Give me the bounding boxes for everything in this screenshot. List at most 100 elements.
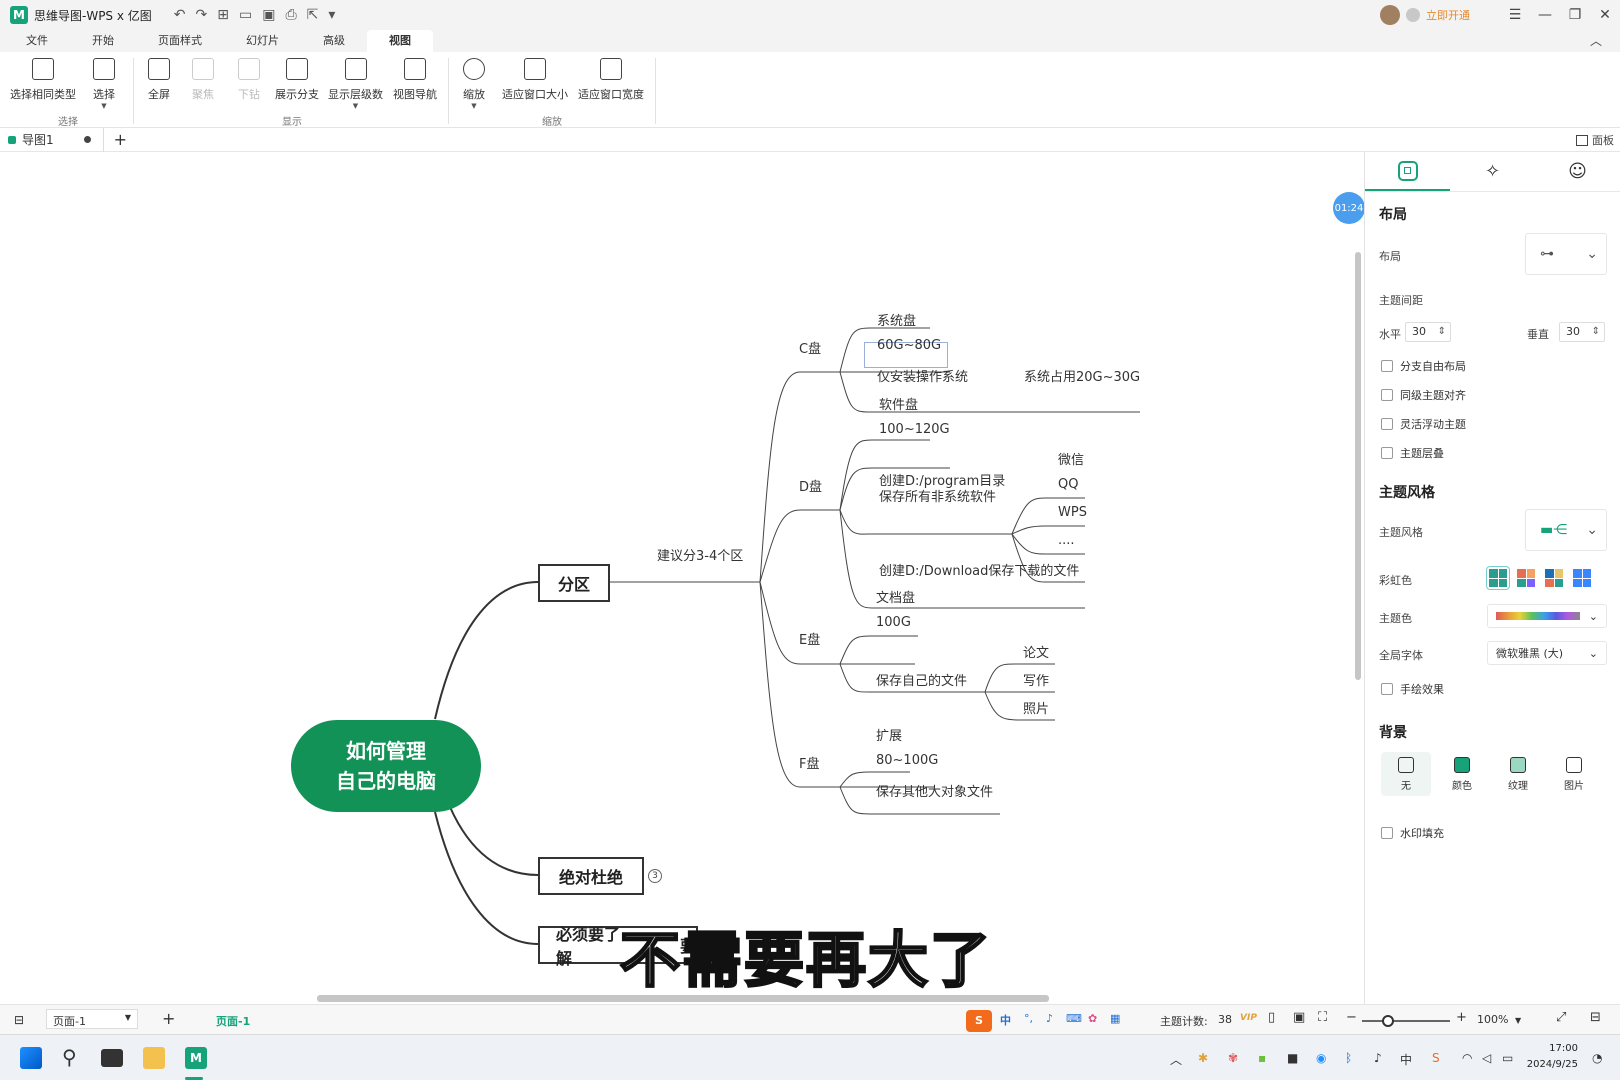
horizontal-scrollbar[interactable] bbox=[317, 995, 1049, 1002]
d-wechat-node[interactable]: 微信 bbox=[1058, 453, 1085, 468]
search-icon[interactable]: ⚲ bbox=[62, 1045, 77, 1069]
align-topics-checkbox[interactable] bbox=[1381, 389, 1393, 401]
c-os-usage-node[interactable]: 系统占用20G~30G bbox=[1024, 370, 1141, 385]
d-wps-node[interactable]: WPS bbox=[1058, 505, 1087, 520]
fullscreen-icon[interactable]: ⤢ bbox=[1556, 1010, 1567, 1025]
collapse-ribbon-icon[interactable]: ︿ bbox=[1589, 34, 1602, 48]
menu-page-style[interactable]: 页面样式 bbox=[158, 34, 202, 47]
e-own-files-node[interactable]: 保存自己的文件 bbox=[876, 674, 968, 689]
fit-view-icon[interactable]: ▣ bbox=[1293, 1010, 1306, 1025]
close-icon[interactable]: ✕ bbox=[1599, 7, 1611, 23]
f-drive-node[interactable]: F盘 bbox=[799, 757, 820, 772]
zoom-out-icon[interactable]: − bbox=[1346, 1010, 1357, 1025]
bg-color-option[interactable]: 颜色 bbox=[1437, 752, 1487, 796]
vip-link[interactable]: 立即开通 bbox=[1426, 9, 1470, 22]
menu-file[interactable]: 文件 bbox=[26, 34, 48, 47]
zoom-button[interactable]: 缩放▼ bbox=[463, 58, 485, 110]
ime-tray-icon[interactable]: 中 bbox=[1400, 1053, 1413, 1067]
c-os-only-node[interactable]: 仅安装操作系统 bbox=[877, 370, 969, 385]
undo-icon[interactable]: ↶ bbox=[173, 7, 186, 23]
focus-button[interactable]: 聚焦 bbox=[192, 58, 214, 102]
f-extension-node[interactable]: 扩展 bbox=[876, 729, 903, 744]
floating-topics-checkbox[interactable] bbox=[1381, 418, 1393, 430]
ime-mode-indicator[interactable]: 中 bbox=[1000, 1014, 1011, 1027]
rainbow-swatch-2[interactable] bbox=[1515, 567, 1537, 589]
d-qq-node[interactable]: QQ bbox=[1058, 477, 1079, 492]
branch-partition-node[interactable]: 分区 bbox=[538, 564, 610, 602]
tab-marker[interactable]: ☺ bbox=[1535, 152, 1620, 191]
fullscreen-button[interactable]: 全屏 bbox=[148, 58, 170, 102]
customize-chevron-icon[interactable]: ▾ bbox=[328, 7, 336, 23]
hand-drawn-checkbox[interactable] bbox=[1381, 683, 1393, 695]
e-docs-disk-node[interactable]: 文档盘 bbox=[876, 591, 916, 606]
add-tab-icon[interactable]: + bbox=[113, 130, 128, 149]
page-select-dropdown[interactable]: 页面-1▼ bbox=[46, 1009, 138, 1029]
selected-node-frame[interactable] bbox=[864, 342, 948, 368]
volume-icon[interactable]: ◁ bbox=[1482, 1051, 1492, 1065]
clock[interactable]: 17:00 2024/9/25 bbox=[1527, 1041, 1578, 1073]
print-icon[interactable]: ⎙ bbox=[285, 7, 297, 23]
e-size-node[interactable]: 100G bbox=[876, 615, 911, 630]
tray-app4-icon[interactable]: ■ bbox=[1287, 1051, 1299, 1065]
c-size-node[interactable]: 60G~80G bbox=[877, 338, 942, 353]
c-system-node[interactable]: 系统盘 bbox=[877, 314, 917, 329]
notification-bell-icon[interactable]: ◔ bbox=[1592, 1051, 1603, 1065]
root-topic-node[interactable]: 如何管理 自己的电脑 bbox=[291, 720, 481, 812]
file-explorer-icon[interactable] bbox=[143, 1047, 165, 1069]
panel-toggle-button[interactable]: 面板 bbox=[1576, 132, 1614, 148]
tray-app2-icon[interactable]: ✾ bbox=[1228, 1051, 1239, 1065]
wifi-icon[interactable]: ◠ bbox=[1462, 1051, 1473, 1065]
d-drive-node[interactable]: D盘 bbox=[799, 480, 823, 495]
view-navigation-button[interactable]: 视图导航 bbox=[393, 58, 437, 102]
battery-icon[interactable]: ▭ bbox=[1502, 1051, 1514, 1065]
menu-slides[interactable]: 幻灯片 bbox=[246, 34, 279, 47]
task-view-icon[interactable] bbox=[101, 1049, 123, 1067]
restore-icon[interactable]: ❐ bbox=[1568, 7, 1582, 23]
sogou-ime-icon[interactable]: S bbox=[966, 1010, 992, 1032]
d-size-node[interactable]: 100~120G bbox=[879, 422, 950, 437]
show-hidden-icons-chevron[interactable]: ︿ bbox=[1170, 1053, 1183, 1067]
f-large-files-node[interactable]: 保存其他大对象文件 bbox=[876, 785, 994, 800]
fit-window-button[interactable]: 适应窗口大小 bbox=[502, 58, 568, 102]
menu-start[interactable]: 开始 bbox=[92, 34, 114, 47]
export-icon[interactable]: ⇱ bbox=[306, 7, 319, 23]
tray-app1-icon[interactable]: ✱ bbox=[1198, 1051, 1209, 1065]
bg-texture-option[interactable]: 纹理 bbox=[1493, 752, 1543, 796]
topic-overlap-checkbox[interactable] bbox=[1381, 447, 1393, 459]
open-folder-icon[interactable]: ▭ bbox=[238, 7, 253, 23]
free-layout-checkbox[interactable] bbox=[1381, 360, 1393, 372]
ime-skin-icon[interactable]: ✿ bbox=[1088, 1012, 1098, 1025]
branch-never-node[interactable]: 绝对杜绝 bbox=[538, 857, 644, 895]
menu-view[interactable]: 视图 bbox=[367, 30, 433, 52]
mindmap-canvas[interactable]: 分区 建议分3-4个区 C盘 系统盘 60G~80G 仅安装操作系统 系统占用2… bbox=[0, 152, 1364, 1004]
zoom-slider-thumb[interactable] bbox=[1382, 1015, 1394, 1027]
zoom-in-icon[interactable]: + bbox=[1456, 1010, 1467, 1025]
drill-down-button[interactable]: 下钻 bbox=[238, 58, 260, 102]
e-thesis-node[interactable]: 论文 bbox=[1023, 646, 1050, 661]
watermark-checkbox[interactable] bbox=[1381, 827, 1393, 839]
tab-format[interactable] bbox=[1365, 152, 1450, 191]
show-level-button[interactable]: 显示层级数▼ bbox=[328, 58, 383, 110]
collapsed-count-badge[interactable]: 3 bbox=[648, 869, 662, 883]
layout-dropdown[interactable]: ⊶⌄ bbox=[1525, 233, 1607, 275]
tab-ai[interactable]: ✧ bbox=[1450, 152, 1535, 191]
fit-page-icon[interactable]: ⛶ bbox=[1318, 1010, 1328, 1025]
avatar[interactable] bbox=[1380, 5, 1400, 25]
vertical-spacing-input[interactable]: 30 bbox=[1559, 322, 1605, 342]
page-list-icon[interactable]: ⊟ bbox=[14, 1013, 25, 1027]
branch-must-know-node[interactable]: 必须要了解 要 bbox=[538, 925, 698, 968]
mindmap-app-icon[interactable]: M bbox=[185, 1047, 207, 1069]
nvidia-icon[interactable]: ▪ bbox=[1258, 1051, 1267, 1065]
minimize-icon[interactable]: — bbox=[1538, 7, 1552, 23]
e-drive-node[interactable]: E盘 bbox=[799, 633, 821, 648]
redo-icon[interactable]: ↷ bbox=[195, 7, 208, 23]
tray-app5-icon[interactable]: ◉ bbox=[1316, 1051, 1327, 1065]
partition-note[interactable]: 建议分3-4个区 bbox=[657, 549, 744, 564]
e-writing-node[interactable]: 写作 bbox=[1023, 674, 1050, 689]
rainbow-swatch-1[interactable] bbox=[1486, 566, 1510, 590]
ime-mic-icon[interactable]: ♪ bbox=[1046, 1012, 1054, 1025]
add-page-icon[interactable]: + bbox=[162, 1009, 176, 1028]
d-more-node[interactable]: .... bbox=[1058, 533, 1075, 548]
c-drive-node[interactable]: C盘 bbox=[799, 342, 822, 357]
horizontal-spacing-input[interactable]: 30 bbox=[1405, 322, 1451, 342]
